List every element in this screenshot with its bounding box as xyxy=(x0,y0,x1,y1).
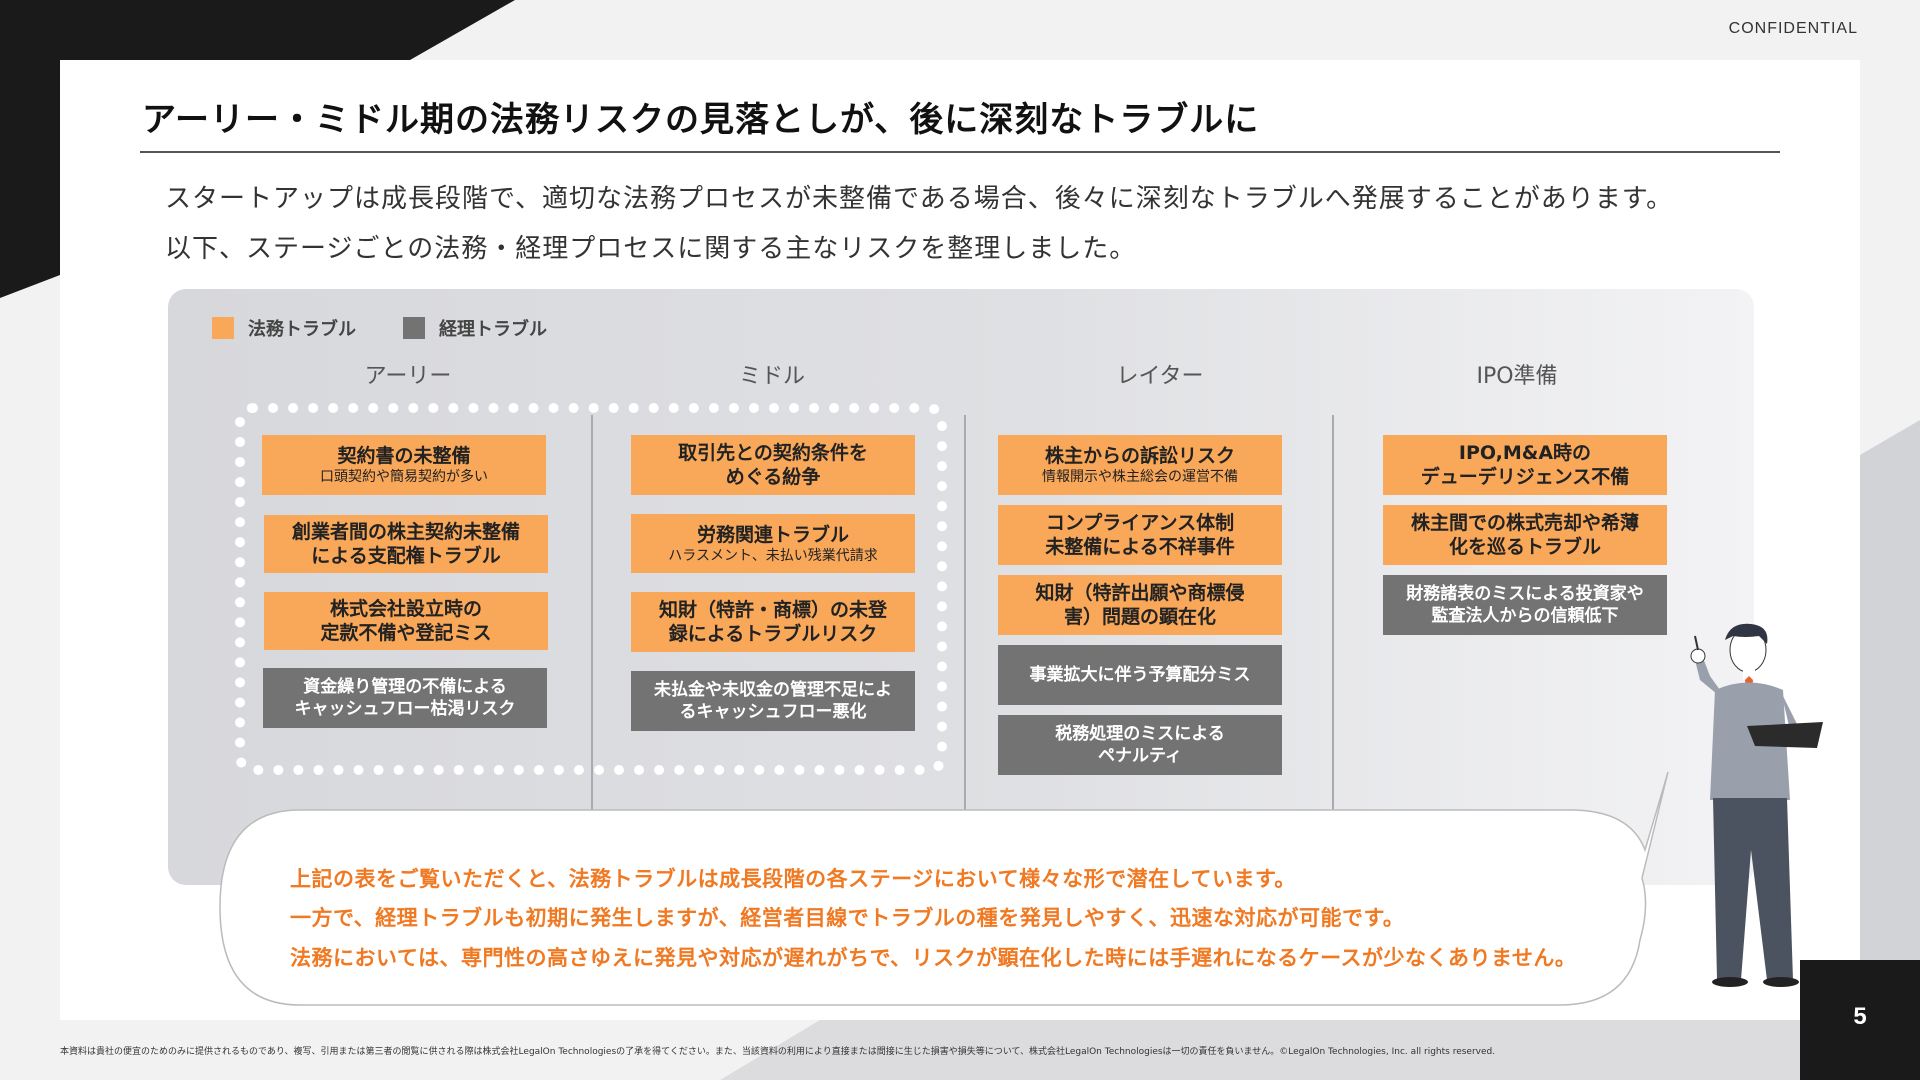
risk-title: 事業拡大に伴う予算配分ミス xyxy=(1029,665,1251,685)
bubble-line-2: 一方で、経理トラブルも初期に発生しますが、経営者目線でトラブルの種を発見しやすく… xyxy=(290,906,1405,930)
legend-legal: 法務トラブル xyxy=(212,315,356,341)
risk-title: 知財（特許・商標）の未登 録によるトラブルリスク xyxy=(658,599,887,645)
risk-title: コンプライアンス体制 未整備による不祥事件 xyxy=(1045,512,1235,558)
risk-title: 株式会社設立時の 定款不備や登記ミス xyxy=(320,598,492,644)
early-middle-highlight-border xyxy=(235,403,947,775)
risk-box: コンプライアンス体制 未整備による不祥事件 xyxy=(998,505,1282,565)
stage-label-middle: ミドル xyxy=(738,364,805,389)
risk-subtitle: 口頭契約や簡易契約が多い xyxy=(320,469,488,485)
risk-box: IPO,M&A時の デューデリジェンス不備 xyxy=(1383,435,1667,495)
risk-box: 労務関連トラブル ハラスメント、未払い残業代請求 xyxy=(631,514,915,573)
presenter-illustration xyxy=(1690,623,1823,987)
risk-box: 取引先との契約条件を めぐる紛争 xyxy=(631,435,915,495)
risk-title: 株主からの訴訟リスク xyxy=(1044,445,1235,467)
legal-swatch xyxy=(212,317,234,339)
stage-label-ipo: IPO準備 xyxy=(1476,364,1558,389)
risk-subtitle: 情報開示や株主総会の運営不備 xyxy=(1042,469,1238,485)
corner-decoration-top-left xyxy=(0,0,515,298)
risk-box: 税務処理のミスによる ペナルティ xyxy=(998,715,1282,775)
title-divider xyxy=(140,151,1780,153)
risk-box: 株式会社設立時の 定款不備や登記ミス xyxy=(264,592,548,650)
risk-title: 創業者間の株主契約未整備 による支配権トラブル xyxy=(291,521,520,567)
page-title: アーリー・ミドル期の法務リスクの見落としが、後に深刻なトラブルに xyxy=(142,100,1260,140)
legend-accounting-label: 経理トラブル xyxy=(439,319,547,340)
risk-title: 契約書の未整備 xyxy=(337,445,471,467)
bubble-line-1: 上記の表をご覧いただくと、法務トラブルは成長段階の各ステージにおいて様々な形で潜… xyxy=(290,867,1296,891)
intro-line-1: スタートアップは成長段階で、適切な法務プロセスが未整備である場合、後々に深刻なト… xyxy=(165,184,1674,214)
stage-label-early: アーリー xyxy=(364,364,452,389)
page-number-box xyxy=(1800,960,1920,1080)
risk-box: 株主間での株式売却や希薄 化を巡るトラブル xyxy=(1383,505,1667,565)
risk-title: 株主間での株式売却や希薄 化を巡るトラブル xyxy=(1410,512,1639,558)
risk-title: 知財（特許出願や商標侵 害）問題の顕在化 xyxy=(1035,582,1245,628)
bubble-line-3: 法務においては、専門性の高さゆえに発見や対応が遅れがちで、リスクが顕在化した時に… xyxy=(290,946,1577,970)
legend-accounting: 経理トラブル xyxy=(403,315,547,341)
accounting-swatch xyxy=(403,317,425,339)
risk-box: 創業者間の株主契約未整備 による支配権トラブル xyxy=(264,515,548,573)
risk-title: 税務処理のミスによる ペナルティ xyxy=(1055,724,1225,766)
confidential-label: CONFIDENTIAL xyxy=(1728,20,1858,37)
risk-box: 知財（特許出願や商標侵 害）問題の顕在化 xyxy=(998,575,1282,635)
risk-box: 株主からの訴訟リスク 情報開示や株主総会の運営不備 xyxy=(998,435,1282,495)
column-divider xyxy=(1332,415,1334,810)
risk-title: 取引先との契約条件を めぐる紛争 xyxy=(678,442,868,488)
risk-title: IPO,M&A時の デューデリジェンス不備 xyxy=(1420,442,1630,488)
risk-title: 未払金や未収金の管理不足によ るキャッシュフロー悪化 xyxy=(654,680,892,722)
column-divider xyxy=(964,415,966,810)
footer-disclaimer: 本資料は貴社の便宜のためのみに提供されるものであり、複写、引用または第三者の閲覧… xyxy=(60,1047,1496,1057)
intro-line-2: 以下、ステージごとの法務・経理プロセスに関する主なリスクを整理しました。 xyxy=(165,234,1137,264)
risk-title: 資金繰り管理の不備による キャッシュフロー枯渇リスク xyxy=(294,677,516,719)
risk-box: 契約書の未整備 口頭契約や簡易契約が多い xyxy=(262,435,546,495)
page-number: 5 xyxy=(1853,1003,1867,1030)
risk-title: 財務諸表のミスによる投資家や 監査法人からの信頼低下 xyxy=(1406,584,1644,626)
risk-box: 事業拡大に伴う予算配分ミス xyxy=(998,645,1282,705)
risk-title: 労務関連トラブル xyxy=(696,523,849,546)
risk-box: 知財（特許・商標）の未登 録によるトラブルリスク xyxy=(631,592,915,652)
column-divider xyxy=(591,415,593,810)
legend-legal-label: 法務トラブル xyxy=(248,319,356,340)
risk-subtitle: ハラスメント、未払い残業代請求 xyxy=(668,547,878,564)
stage-label-later: レイター xyxy=(1116,364,1204,389)
risk-box: 財務諸表のミスによる投資家や 監査法人からの信頼低下 xyxy=(1383,575,1667,635)
risk-box: 未払金や未収金の管理不足によ るキャッシュフロー悪化 xyxy=(631,671,915,731)
risk-box: 資金繰り管理の不備による キャッシュフロー枯渇リスク xyxy=(263,668,547,728)
